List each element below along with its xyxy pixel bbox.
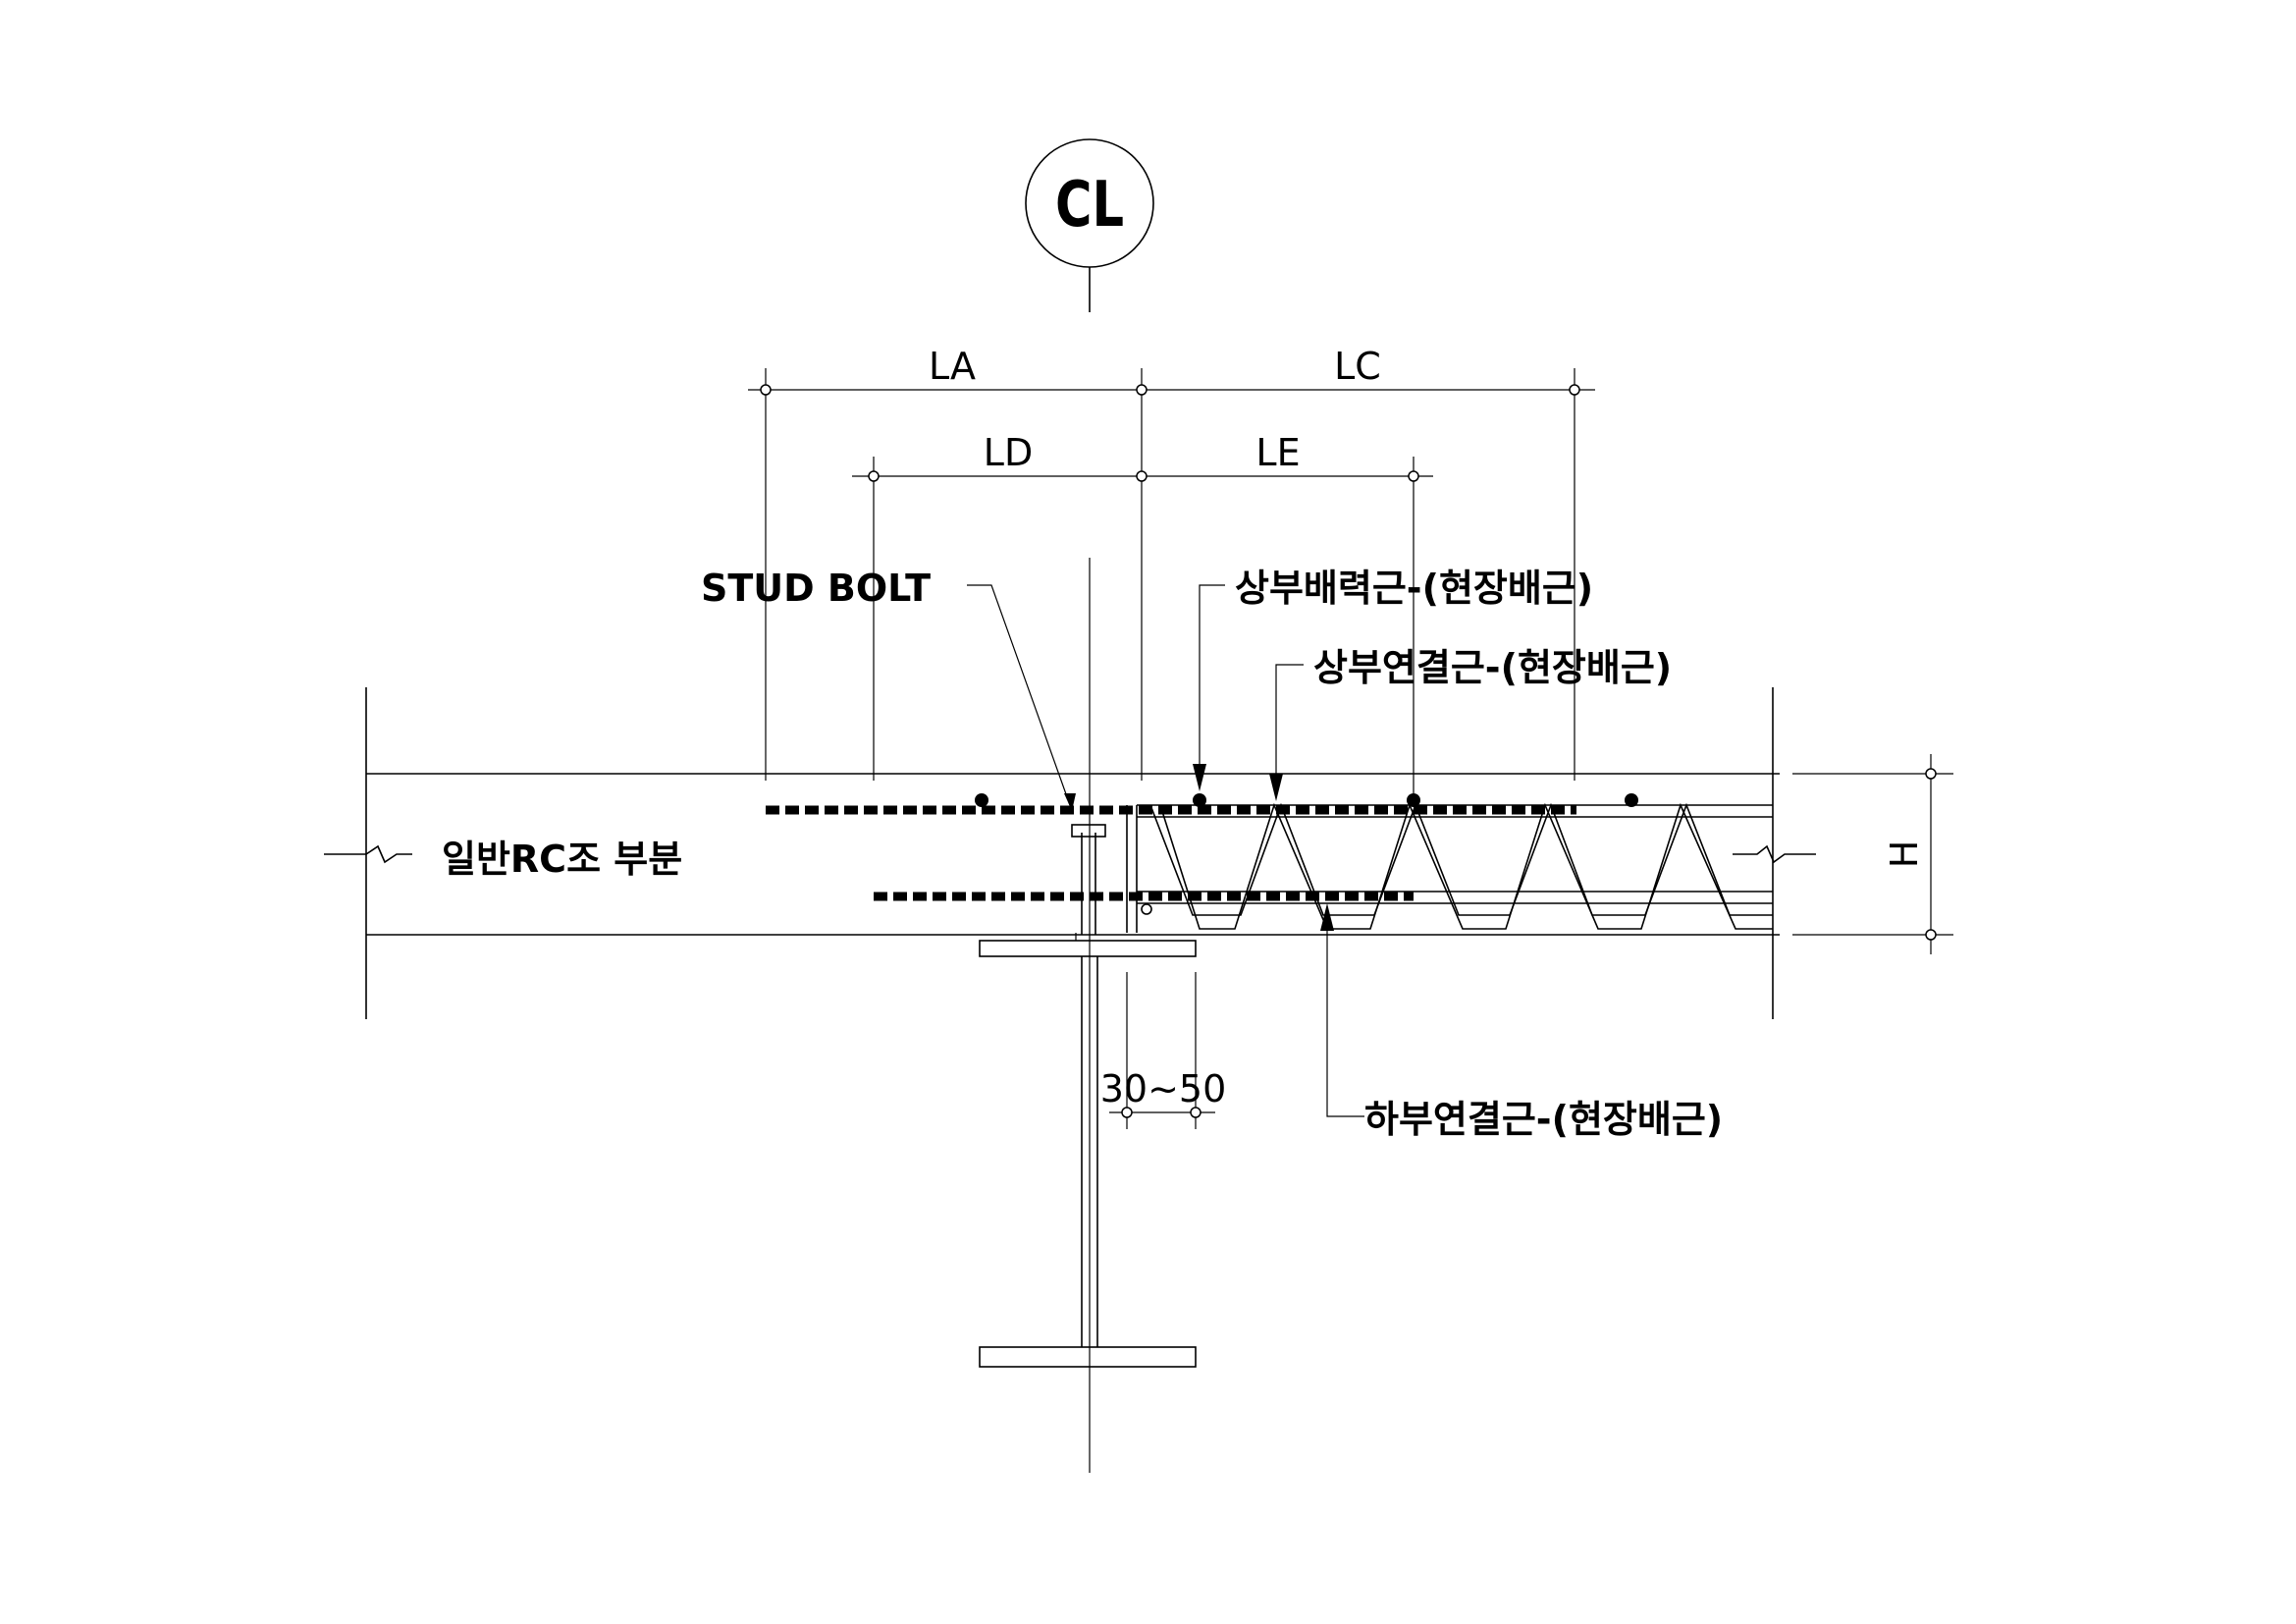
leader-stud-bolt: STUD BOLT: [701, 567, 1076, 811]
top-connection-bar-label: 상부연결근-(현장배근): [1313, 646, 1672, 689]
dimension-h: H: [1792, 754, 1953, 954]
centerline-symbol: CL: [1055, 169, 1124, 242]
stud-bolt-label: STUD BOLT: [701, 567, 931, 610]
distribution-bar-dots: [975, 793, 1638, 807]
rc-section-label: 일반RC조 부분: [442, 838, 682, 881]
slab-outline: 일반RC조 부분: [324, 687, 1816, 1019]
dimension-h-label: H: [1883, 840, 1926, 869]
leader-bottom-connection-bar: 하부연결근-(현장배근): [1320, 903, 1723, 1141]
dimension-ld-le: LD LE: [852, 431, 1433, 800]
bottom-connection-bar-label: 하부연결근-(현장배근): [1364, 1098, 1723, 1141]
dimension-la-lc: LA LC: [748, 345, 1595, 781]
centerline-marker: CL: [1025, 138, 1154, 312]
dimension-lc-label: LC: [1334, 345, 1381, 388]
stud-bolt: [1071, 824, 1106, 935]
top-distribution-bar-label: 상부배력근-(현장배근): [1235, 567, 1593, 610]
deck-plate-edge: [1126, 805, 1152, 933]
steel-i-beam: [979, 933, 1197, 1368]
truss-deck: [1137, 802, 1773, 930]
leader-top-connection-bar: 상부연결근-(현장배근): [1269, 646, 1672, 801]
dimension-le-label: LE: [1255, 431, 1300, 474]
dimension-la-label: LA: [929, 345, 976, 388]
dimension-ld-label: LD: [984, 431, 1033, 474]
leader-top-distribution-bar: 상부배력근-(현장배근): [1193, 567, 1593, 791]
dimension-gap-label: 30~50: [1100, 1067, 1227, 1110]
dimension-gap: 30~50: [1100, 972, 1227, 1129]
